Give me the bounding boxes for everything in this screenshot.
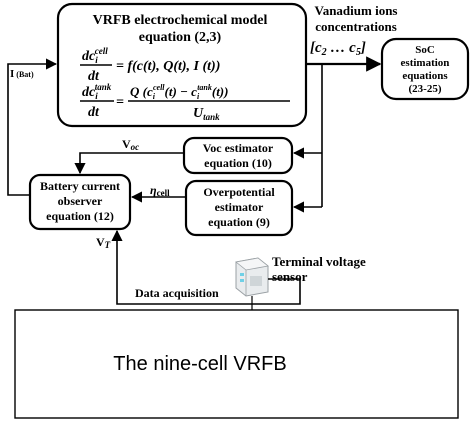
overpotential-box: [184, 179, 294, 237]
equation-1: dcicell dt = f(c(t), Q(t), I (t)): [80, 46, 220, 84]
svg-text:estimation: estimation: [401, 57, 450, 69]
svg-text:(23-25): (23-25): [409, 83, 442, 95]
concentrations-label-line1: Vanadium ions: [315, 3, 398, 18]
svg-text:Overpotential: Overpotential: [203, 185, 275, 199]
sensor-label-line1: Terminal voltage: [272, 254, 366, 269]
svg-text:estimator: estimator: [215, 200, 264, 214]
svg-text:Voc estimator: Voc estimator: [203, 141, 274, 155]
svg-text:equation (9): equation (9): [208, 215, 270, 229]
svg-text:dcicell: dcicell: [82, 46, 108, 65]
sensor-label-line2: sensor: [272, 269, 308, 284]
svg-text:=: =: [116, 95, 124, 110]
vt-label: VT: [96, 235, 111, 250]
svg-text:dt: dt: [88, 69, 100, 84]
model-title-line1: VRFB electrochemical model: [93, 13, 268, 28]
arrow-voc-to-observer: [74, 152, 184, 175]
equation-1-rhs: = f(c(t), Q(t), I (t)): [116, 59, 220, 74]
arrow-ibat-to-model: [7, 58, 58, 196]
soc-box: [380, 37, 470, 101]
concentrations-label-line2: concentrations: [315, 19, 397, 34]
svg-text:dcitank: dcitank: [82, 82, 112, 101]
svg-text:equations: equations: [402, 70, 448, 82]
svg-text:equation (12): equation (12): [46, 209, 114, 223]
battery-label: The nine-cell VRFB: [113, 353, 286, 375]
equation-2: dcitank dt = Q (cicell(t) − citank(t)) U…: [80, 82, 290, 122]
svg-text:Battery current: Battery current: [40, 179, 120, 193]
voltage-sensor-icon: [235, 257, 269, 297]
eta-label: ηcell: [150, 183, 170, 198]
battery-box: [14, 309, 459, 419]
model-title-line2: equation (2,3): [139, 30, 222, 45]
ibat-label: I(Bat): [10, 68, 34, 80]
svg-text:Utank: Utank: [193, 106, 220, 122]
equation-2-numerator: Q (cicell(t) − citank(t)): [130, 83, 228, 101]
concentration-vector: [c2 … c5]: [310, 40, 366, 58]
data-acquisition-label: Data acquisition: [135, 286, 219, 300]
svg-text:SoC: SoC: [415, 44, 435, 56]
svg-text:observer: observer: [58, 194, 103, 208]
svg-text:dt: dt: [88, 105, 100, 120]
observer-box: [28, 173, 132, 231]
voc-label: Voc: [122, 137, 139, 152]
arrow-data-acquisition: [111, 229, 301, 305]
voc-estimator-box: [182, 136, 294, 175]
svg-text:equation (10): equation (10): [204, 156, 272, 170]
